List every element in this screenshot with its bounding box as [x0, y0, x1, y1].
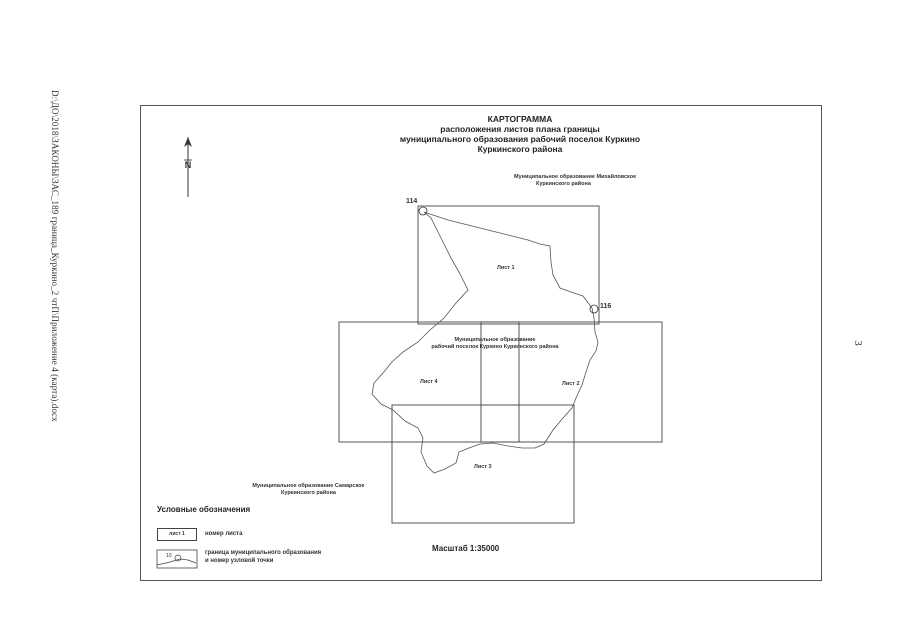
- node-label-114: 114: [406, 198, 417, 205]
- north-label: N: [185, 160, 192, 170]
- legend-sheet-desc: номер листа: [205, 531, 243, 537]
- center-municipality-label: Муниципальное образование рабочий посело…: [430, 337, 560, 350]
- neighbor-mikhailovskoe-label: Муниципальное образование Михайловское К…: [514, 174, 636, 187]
- title-line-1: КАРТОГРАММА: [487, 114, 553, 124]
- legend-boundary-desc-line-1: граница муниципального образования: [205, 550, 322, 556]
- file-path-text: D:\ДО\2018\ЗАКОНЫ\ЗАС_189 граница_Куркин…: [50, 90, 60, 422]
- center-label-line-1: Муниципальное образование: [454, 337, 536, 343]
- legend-boundary-desc: граница муниципального образования и ном…: [205, 550, 321, 565]
- legend-boundary-sample: [156, 558, 197, 566]
- sheet-3-label: Лист 3: [474, 464, 492, 470]
- title-line-4: Куркинского района: [477, 144, 563, 154]
- sheet-2-rect: [480, 321, 663, 443]
- legend-title: Условные обозначения: [157, 505, 251, 514]
- legend-boundary-desc-line-2: и номер узловой точки: [205, 557, 274, 564]
- sheet-4-label: Лист 4: [420, 379, 438, 385]
- node-point-114: [418, 206, 428, 216]
- sheet-2-label: Лист 2: [562, 381, 580, 387]
- neighbor-samarskoe-line-1: Муниципальное образование Самарское: [252, 483, 365, 489]
- node-label-116: 116: [600, 303, 611, 310]
- neighbor-mikhailovskoe-line-2: Куркинского района: [536, 180, 591, 187]
- node-point-116: [589, 304, 599, 314]
- legend-node-sample-label: 10: [166, 553, 172, 559]
- sheet-4-rect: [338, 321, 520, 443]
- legend-node-sample-icon: [174, 554, 182, 562]
- map-title: КАРТОГРАММА расположения листов плана гр…: [330, 114, 710, 154]
- legend-boundary-box: [156, 549, 198, 569]
- neighbor-mikhailovskoe-line-1: Муниципальное образование Михайловское: [514, 174, 637, 180]
- sheet-1-rect: [417, 205, 600, 325]
- municipal-boundary-line: [371, 211, 599, 474]
- neighbor-samarskoe-line-2: Куркинского района: [281, 489, 336, 496]
- center-label-line-2: рабочий поселок Куркино Куркинского райо…: [431, 343, 559, 350]
- title-line-2: расположения листов плана границы: [440, 124, 600, 134]
- sheet-3-rect: [391, 404, 575, 524]
- sheet-1-label: Лист 1: [497, 265, 515, 271]
- map-frame: [140, 105, 822, 581]
- neighbor-samarskoe-label: Муниципальное образование Самарское Курк…: [246, 483, 371, 496]
- title-line-3: муниципального образования рабочий посел…: [399, 134, 641, 144]
- north-arrow-icon: N: [184, 137, 192, 197]
- legend-sheet-box: лист 1: [157, 528, 197, 541]
- map-scale: Масштаб 1:35000: [432, 544, 500, 553]
